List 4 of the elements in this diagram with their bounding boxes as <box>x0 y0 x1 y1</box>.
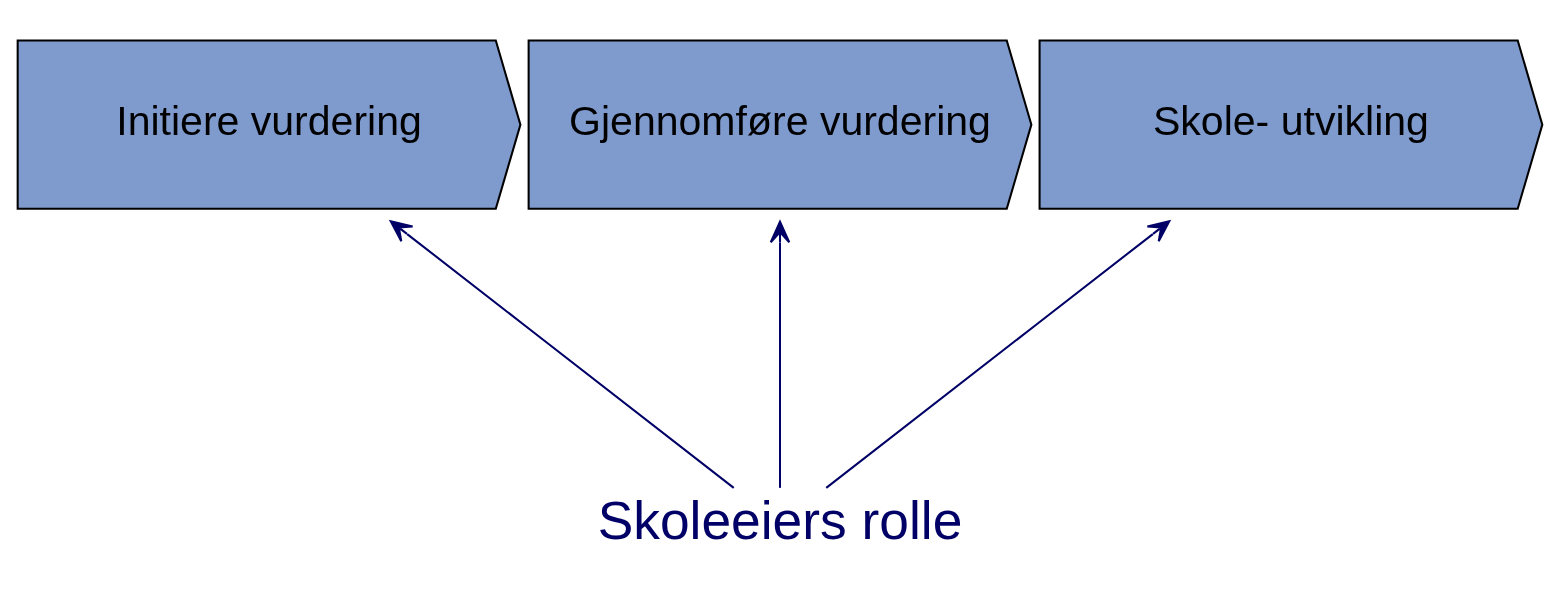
node-text: Skoleeiers rolle <box>597 490 962 550</box>
arrow <box>825 219 1170 489</box>
arrow <box>389 219 734 489</box>
arrow <box>769 220 790 488</box>
